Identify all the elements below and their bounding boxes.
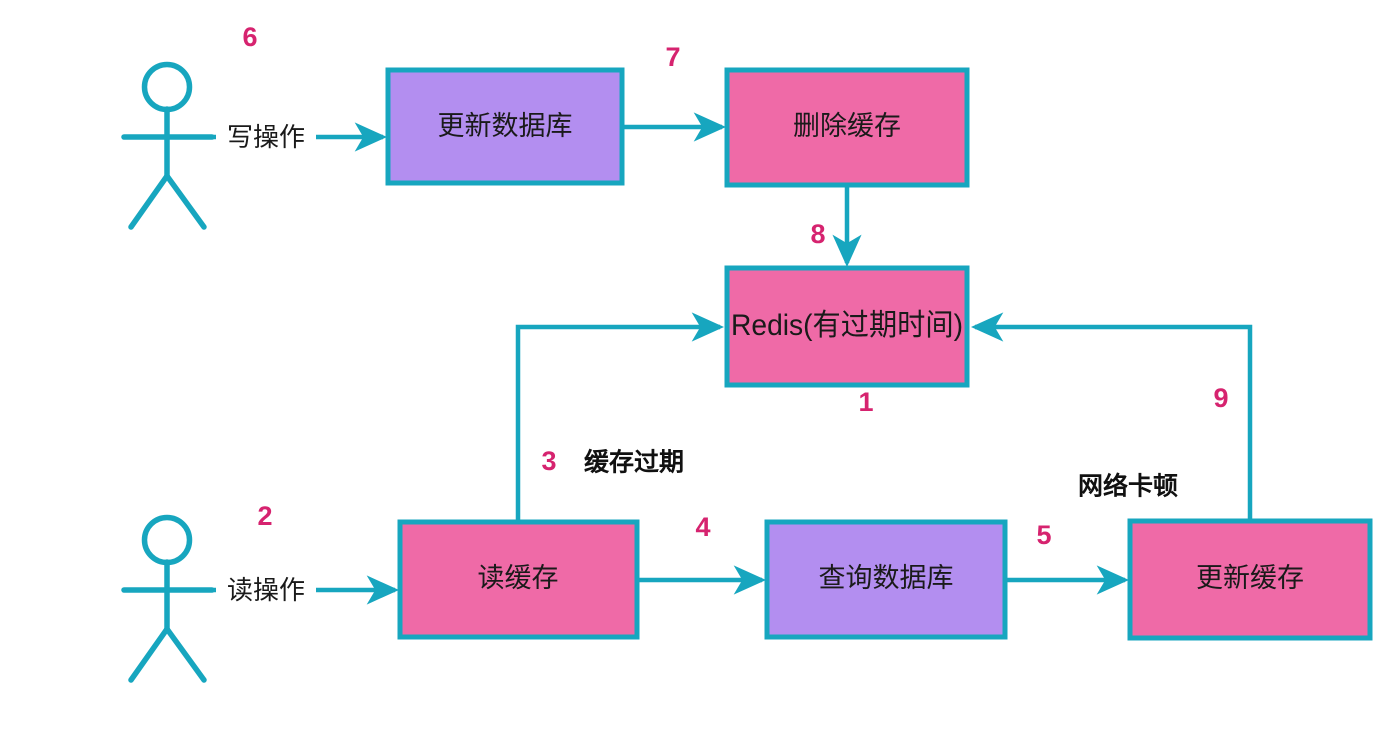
step-number-6: 6	[242, 22, 257, 52]
node-delete-cache-box[interactable]	[724, 67, 970, 188]
edge-network-lag-label: 网络卡顿	[1078, 472, 1178, 501]
actor-leg-right	[164, 626, 207, 683]
edge-read-cache-to-redis	[515, 312, 725, 522]
edge-write-op-label: 写操作	[227, 122, 305, 152]
node-update-db[interactable]: 更新数据库	[385, 67, 625, 186]
node-delete-cache-label: 删除缓存	[793, 111, 901, 141]
write-actor	[121, 61, 215, 230]
node-update-cache[interactable]: 更新缓存	[1127, 518, 1373, 641]
step-number-3: 3	[541, 446, 556, 476]
actor-leg-right	[164, 173, 207, 230]
actor-leg-left	[128, 626, 170, 683]
node-update-db-box[interactable]	[385, 67, 625, 186]
node-query-db[interactable]: 查询数据库	[764, 519, 1008, 640]
node-update-db-label: 更新数据库	[438, 111, 573, 141]
node-update-cache-label: 更新缓存	[1196, 563, 1304, 593]
step-number-1: 1	[858, 387, 873, 417]
edge-cache-expired-label: 缓存过期	[584, 448, 684, 477]
edge-update-cache-to-redis	[970, 312, 1253, 521]
node-redis-label: Redis(有过期时间)	[731, 309, 963, 342]
node-query-db-box[interactable]	[764, 519, 1008, 640]
actor-head-icon	[141, 514, 193, 566]
actor-leg-left	[128, 173, 170, 230]
node-redis[interactable]: Redis(有过期时间)	[724, 265, 970, 388]
edge-read-op-label-bg	[216, 574, 316, 606]
node-redis-box[interactable]	[724, 265, 970, 388]
edge-write-op-label-bg	[216, 121, 316, 153]
actor-head-icon	[141, 61, 193, 113]
step-number-9: 9	[1213, 383, 1228, 413]
step-number-5: 5	[1036, 520, 1051, 550]
node-delete-cache[interactable]: 删除缓存	[724, 67, 970, 188]
read-actor	[121, 514, 215, 683]
step-number-2: 2	[257, 501, 272, 531]
node-read-cache-label: 读缓存	[478, 563, 559, 593]
node-read-cache[interactable]: 读缓存	[397, 519, 640, 640]
node-update-cache-box[interactable]	[1127, 518, 1373, 641]
step-number-7: 7	[665, 42, 680, 72]
step-number-8: 8	[810, 219, 825, 249]
edge-read-op-label: 读操作	[227, 575, 305, 605]
node-query-db-label: 查询数据库	[819, 563, 954, 593]
step-number-4: 4	[695, 512, 710, 542]
